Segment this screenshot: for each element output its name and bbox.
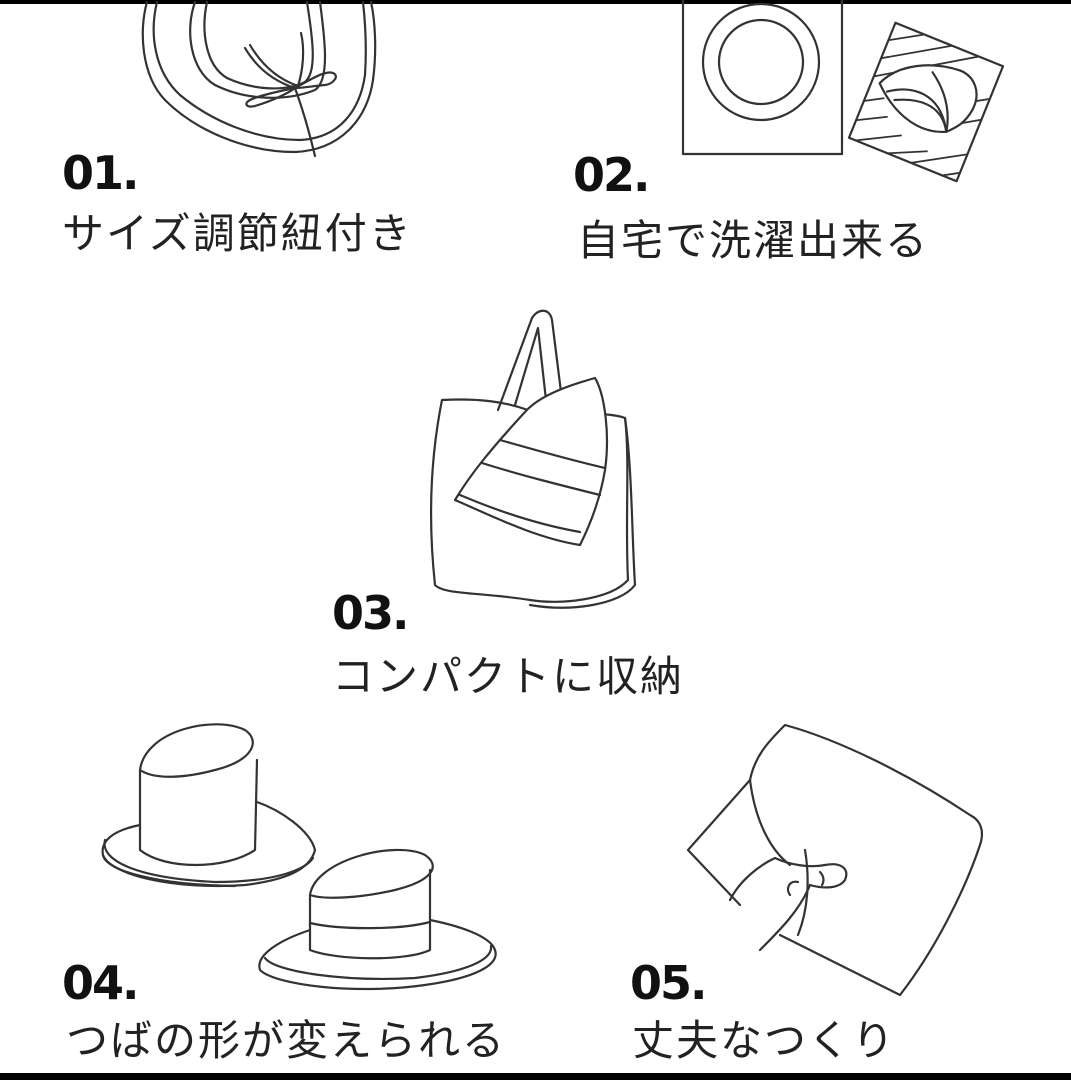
feature-number-02: 02.: [573, 148, 650, 202]
top-frame-bar: [0, 0, 1071, 4]
feature-label-05: 丈夫なつくり: [632, 1016, 897, 1065]
washing-machine-icon: [678, 0, 1018, 190]
feature-number-03: 03.: [332, 586, 409, 640]
hand-pulling-fabric-icon: [680, 720, 1010, 1010]
feature-label-02: 自宅で洗濯出来る: [577, 216, 930, 265]
folded-hat-in-bag-icon: [420, 300, 660, 620]
feature-label-01: サイズ調節紐付き: [62, 209, 413, 258]
feature-label-03: コンパクトに収納: [332, 652, 685, 701]
two-hats-brim-icon: [95, 710, 515, 991]
feature-number-01: 01.: [62, 146, 139, 200]
feature-number-04: 04.: [62, 956, 139, 1010]
hat-drawstring-icon: [135, 0, 385, 170]
feature-label-04: つばの形が変えられる: [66, 1016, 507, 1065]
bottom-frame-bar: [0, 1073, 1071, 1080]
feature-number-05: 05.: [630, 956, 707, 1010]
